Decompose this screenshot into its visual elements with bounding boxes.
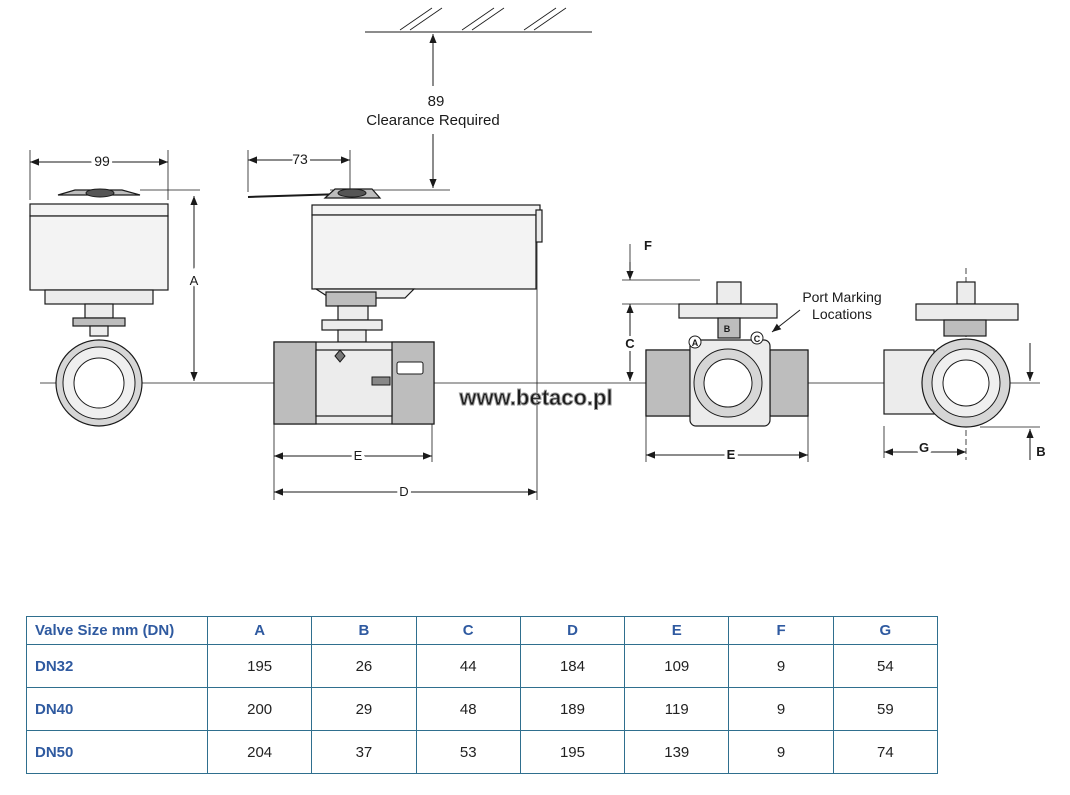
cell-d: 184 [519,644,626,688]
cell-g: 59 [832,687,939,731]
row-size: DN40 [26,687,208,731]
dim-99: 99 [94,153,110,169]
port-c: C [754,334,761,344]
cell-c: 53 [415,730,521,774]
table-row: DN40 200 29 48 189 119 9 59 [26,687,939,731]
label-d: D [399,484,408,499]
clearance-label: Clearance Required [366,112,499,129]
port-marking-label-1: Port Marking [802,289,881,305]
valve-dimension-drawing: 89 Clearance Required 99 A 73 [29,7,1046,502]
cell-a: 195 [206,644,313,688]
row-size: DN50 [26,730,208,774]
port-marking-label-2: Locations [812,306,872,322]
row-size: DN32 [26,644,208,688]
port-a: A [692,338,699,348]
header-e: E [624,616,730,645]
cell-a: 204 [206,730,313,774]
dim-73: 73 [292,151,308,167]
label-b: B [1036,444,1045,459]
cell-b: 26 [311,644,417,688]
front-view: 73 E D [247,148,543,502]
label-e: E [354,448,363,463]
header-valve-size: Valve Size mm (DN) [26,616,208,645]
label-g: G [919,440,929,455]
cell-d: 189 [519,687,626,731]
header-f: F [728,616,834,645]
watermark: www.betaco.pl [458,385,612,410]
ceiling-hatch [365,7,592,33]
header-b: B [311,616,417,645]
dimensions-table: Valve Size mm (DN) A B C D E F G DN32 19… [26,616,939,774]
table-row: DN50 204 37 53 195 139 9 74 [26,730,939,774]
cell-e: 109 [624,644,730,688]
cell-b: 29 [311,687,417,731]
cell-f: 9 [728,644,834,688]
cell-f: 9 [728,730,834,774]
label-c: C [625,336,635,351]
cell-c: 48 [415,687,521,731]
table-row: DN32 195 26 44 184 109 9 54 [26,644,939,688]
clearance-value: 89 [428,93,445,110]
clearance-dimension: 89 Clearance Required [330,34,500,191]
cell-d: 195 [519,730,626,774]
cell-e: 119 [624,687,730,731]
cell-b: 37 [311,730,417,774]
side-view: 99 A [29,150,202,427]
label-a: A [190,273,199,288]
cell-f: 9 [728,687,834,731]
cell-a: 200 [206,687,313,731]
cell-g: 74 [832,730,939,774]
header-c: C [415,616,521,645]
three-way-side-view: B G [883,268,1046,460]
cell-c: 44 [415,644,521,688]
port-b: B [724,324,731,334]
cell-g: 54 [832,644,939,688]
cell-e: 139 [624,730,730,774]
label-e2: E [727,447,736,462]
header-d: D [519,616,626,645]
table-header-row: Valve Size mm (DN) A B C D E F G [26,616,939,645]
header-a: A [206,616,313,645]
three-way-view: F C B A C Port Marking Locations E [622,238,882,465]
header-g: G [832,616,939,645]
label-f: F [644,238,652,253]
